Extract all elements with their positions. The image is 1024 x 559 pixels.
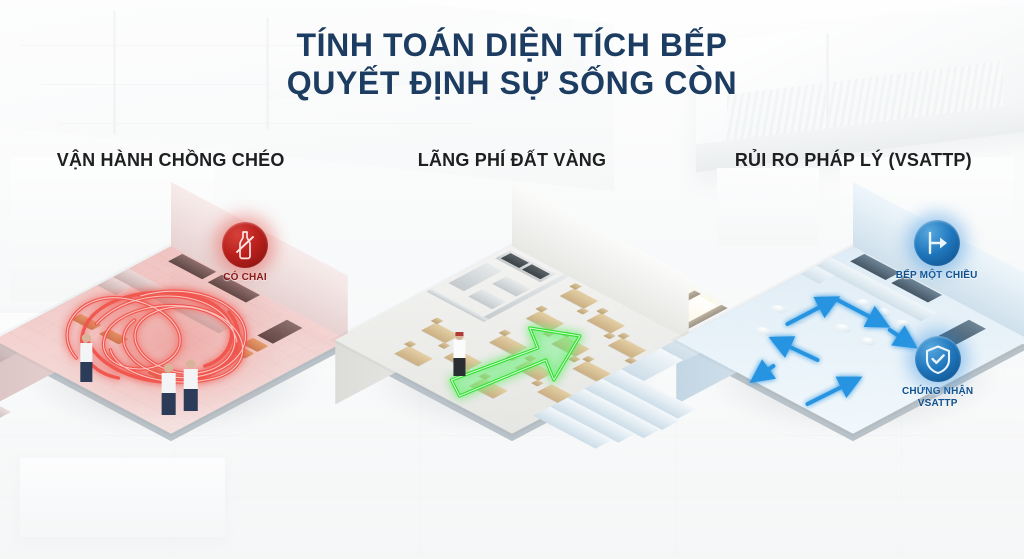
green-arrow-icon bbox=[450, 326, 582, 398]
badge-circle-red bbox=[222, 222, 268, 268]
page-title: TÍNH TOÁN DIỆN TÍCH BẾP QUYẾT ĐỊNH SỰ SỐ… bbox=[0, 26, 1024, 102]
badge-label-bep-mot-chieu: BẾP MỘT CHIỀU bbox=[895, 270, 978, 281]
one-way-arrow-icon bbox=[928, 231, 947, 255]
staff-member bbox=[453, 332, 466, 376]
badge-chung-nhan-vsattp: CHỨNG NHẬN VSATTP bbox=[878, 336, 998, 409]
scene-overlapping-operations bbox=[0, 181, 348, 490]
panels-row: VẬN HÀNH CHỒNG CHÉO bbox=[0, 150, 1024, 510]
staff-figures bbox=[80, 333, 198, 415]
flow-arrow-down-right bbox=[835, 298, 891, 328]
chaotic-path-overlay bbox=[65, 289, 248, 384]
one-way-flow-overlay bbox=[749, 296, 918, 406]
staff-member bbox=[161, 363, 176, 415]
badge-circle-blue bbox=[913, 220, 960, 266]
flow-arrow-up-right bbox=[785, 296, 840, 326]
page-title-line-1: TÍNH TOÁN DIỆN TÍCH BẾP bbox=[296, 27, 728, 63]
bottle-crossed-out-icon bbox=[236, 231, 254, 260]
scene-wasted-land bbox=[335, 181, 728, 490]
panel-wasted-land: LÃNG PHÍ ĐẤT VÀNG bbox=[335, 150, 728, 510]
badge-bep-mot-chieu: BẾP MỘT CHIỀU bbox=[882, 220, 992, 282]
chef-figure bbox=[453, 332, 466, 376]
badge-co-chai: CÓ CHAI bbox=[200, 222, 290, 284]
flow-arrow-down-right bbox=[887, 325, 918, 349]
page-title-line-2: QUYẾT ĐỊNH SỰ SỐNG CÒN bbox=[286, 65, 738, 101]
flow-arrow-down-left bbox=[749, 359, 776, 383]
badge-label-chung-nhan-vsattp: CHỨNG NHẬN VSATTP bbox=[901, 386, 974, 409]
panel-heading-legal-risk: RỦI RO PHÁP LÝ (VSATTP) bbox=[734, 150, 972, 170]
panel-heading-overlapping-operations: VẬN HÀNH CHỒNG CHÉO bbox=[56, 150, 285, 170]
badge-circle-blue bbox=[914, 336, 961, 382]
staff-member bbox=[80, 333, 93, 382]
panel-heading-wasted-land: LÃNG PHÍ ĐẤT VÀNG bbox=[417, 150, 607, 170]
flow-arrow-up-right bbox=[805, 376, 863, 406]
staff-member bbox=[183, 359, 198, 411]
shield-check-icon bbox=[925, 344, 950, 374]
badge-label-co-chai: CÓ CHAI bbox=[223, 272, 267, 283]
panel-legal-risk: RỦI RO PHÁP LÝ (VSATTP) bbox=[533, 150, 1024, 510]
green-arrow-overlay bbox=[450, 326, 582, 398]
panel-overlapping-operations: VẬN HÀNH CHỒNG CHÉO bbox=[0, 150, 348, 510]
flow-arrows bbox=[749, 296, 918, 406]
flow-arrow-up-left bbox=[768, 336, 820, 362]
